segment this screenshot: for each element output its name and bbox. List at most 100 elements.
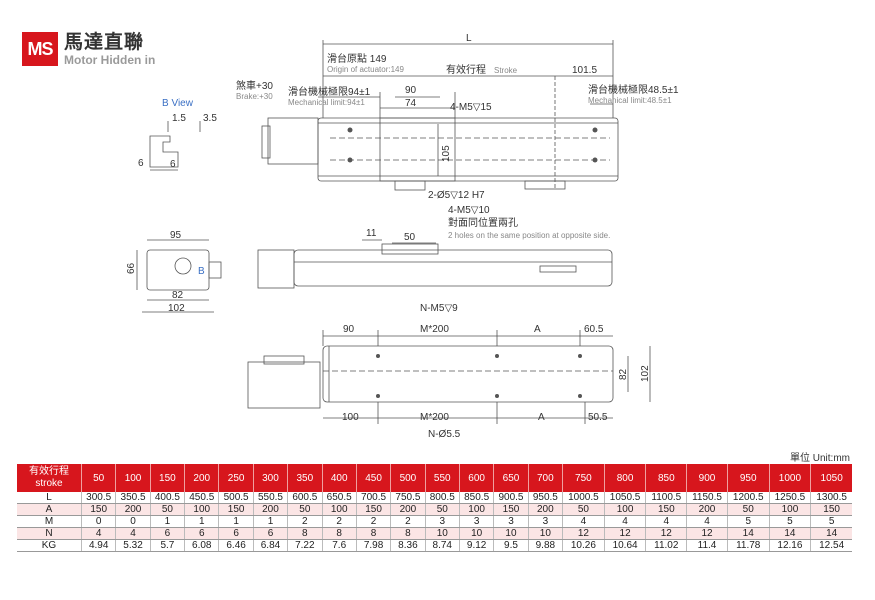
stroke-col-header: 300: [252, 464, 288, 492]
origin-en: Origin of actuator:149: [327, 65, 404, 74]
stroke-col-header: 50: [80, 464, 116, 492]
table-cell: 12.54: [810, 539, 852, 552]
motor-bump-bottom: [263, 355, 305, 365]
end-dim-95: 95: [170, 230, 182, 241]
table-cell: 1: [184, 515, 219, 528]
table-cell: 4: [603, 515, 646, 528]
brand-name-zh: 馬達直聯: [64, 31, 145, 53]
table-cell: 1: [149, 515, 185, 528]
b-view-dim-3: 6: [138, 158, 144, 169]
stroke-en: Stroke: [494, 66, 518, 75]
end-dim-82: 82: [172, 290, 184, 301]
table-cell: 1: [252, 515, 288, 528]
stroke-col-header: 1000: [768, 464, 811, 492]
bottom-dim-60-5: 60.5: [584, 324, 604, 335]
table-cell: 700.5: [355, 492, 391, 504]
table-cell: 6.84: [252, 539, 288, 552]
table-cell: 200: [686, 503, 728, 516]
bottom-dim-102: 102: [640, 365, 651, 382]
table-cell: 14: [768, 527, 811, 540]
actuator-bottom: [322, 345, 614, 403]
bottom-a-bottom: A: [538, 412, 545, 423]
hole-m5: 4-M5▽15: [450, 102, 492, 113]
actuator-body-top: [317, 117, 619, 182]
table-cell: 7.6: [321, 539, 357, 552]
table-cell: 4: [562, 515, 605, 528]
table-cell: 3: [527, 515, 563, 528]
table-cell: 12: [603, 527, 646, 540]
table-cell: 400.5: [149, 492, 185, 504]
mech-right-en: Mechanical limit:48.5±1: [588, 96, 672, 105]
table-cell: 950.5: [527, 492, 563, 504]
row-label: N: [17, 527, 82, 540]
stroke-col-header: 600: [458, 464, 494, 492]
table-cell: 650.5: [321, 492, 357, 504]
brand-logo: MS 馬達直聯 Motor Hidden in: [22, 32, 155, 68]
table-cell: 11.02: [645, 539, 687, 552]
b-view-label: B View: [162, 98, 194, 109]
table-cell: 150: [218, 503, 254, 516]
table-cell: 2: [390, 515, 426, 528]
table-cell: 2: [355, 515, 391, 528]
stroke-col-header: 650: [493, 464, 529, 492]
technical-drawing: L 滑台原點 149 Origin of actuator:149 有效行程 S…: [126, 33, 679, 440]
b-view-dim-4: 6: [170, 159, 176, 170]
table-cell: 8: [390, 527, 426, 540]
sensor-side: [539, 265, 577, 273]
hole-pin: 2-Ø5▽12 H7: [428, 190, 485, 201]
table-cell: 2: [287, 515, 323, 528]
dim-90-top: 90: [405, 85, 417, 96]
table-cell: 10: [493, 527, 529, 540]
dim-101-5: 101.5: [572, 65, 597, 76]
sensor-block: [524, 180, 566, 190]
stroke-col-header: 400: [321, 464, 357, 492]
motor-cap-top: [261, 125, 271, 159]
stroke-col-header: 900: [686, 464, 728, 492]
table-cell: 7.98: [355, 539, 391, 552]
dim-L: L: [466, 33, 472, 44]
table-cell: 800.5: [424, 492, 460, 504]
table-cell: 4.94: [80, 539, 116, 552]
dim-74: 74: [405, 98, 417, 109]
table-cell: 5.32: [115, 539, 151, 552]
table-cell: 8.74: [424, 539, 460, 552]
table-cell: 150: [810, 503, 852, 516]
bottom-dim-82: 82: [618, 368, 629, 380]
table-cell: 0: [115, 515, 151, 528]
table-cell: 12.16: [768, 539, 811, 552]
bottom-hole-n: N-M5▽9: [420, 303, 458, 314]
table-cell: 0: [80, 515, 116, 528]
table-cell: 3: [424, 515, 460, 528]
brand-name-en: Motor Hidden in: [64, 53, 156, 67]
stroke-col-header: 800: [603, 464, 646, 492]
side-dim-50: 50: [404, 232, 416, 243]
table-cell: 100: [184, 503, 219, 516]
table-cell: 10.26: [562, 539, 605, 552]
row-label: KG: [17, 539, 82, 552]
table-cell: 500.5: [218, 492, 254, 504]
table-cell: 14: [810, 527, 852, 540]
table-cell: 350.5: [115, 492, 151, 504]
bottom-m200-bottom: M*200: [420, 412, 449, 423]
table-cell: 6: [149, 527, 185, 540]
brake-zh: 煞車+30: [236, 79, 273, 92]
table-cell: 150: [493, 503, 529, 516]
table-cell: 9.12: [458, 539, 494, 552]
carriage-side: [381, 243, 439, 255]
table-cell: 4: [80, 527, 116, 540]
table-cell: 200: [390, 503, 426, 516]
ms-badge: MS: [22, 32, 58, 66]
end-dim-66: 66: [126, 262, 137, 274]
table-cell: 8.36: [390, 539, 426, 552]
table-cell: 10: [458, 527, 494, 540]
end-dim-102: 102: [168, 303, 185, 314]
table-cell: 12: [645, 527, 687, 540]
mech-right-zh: 滑台機械極限48.5±1: [588, 83, 679, 96]
origin-zh: 滑台原點 149: [327, 52, 387, 65]
table-cell: 12: [686, 527, 728, 540]
table-cell: 900.5: [493, 492, 529, 504]
table-cell: 100: [768, 503, 811, 516]
